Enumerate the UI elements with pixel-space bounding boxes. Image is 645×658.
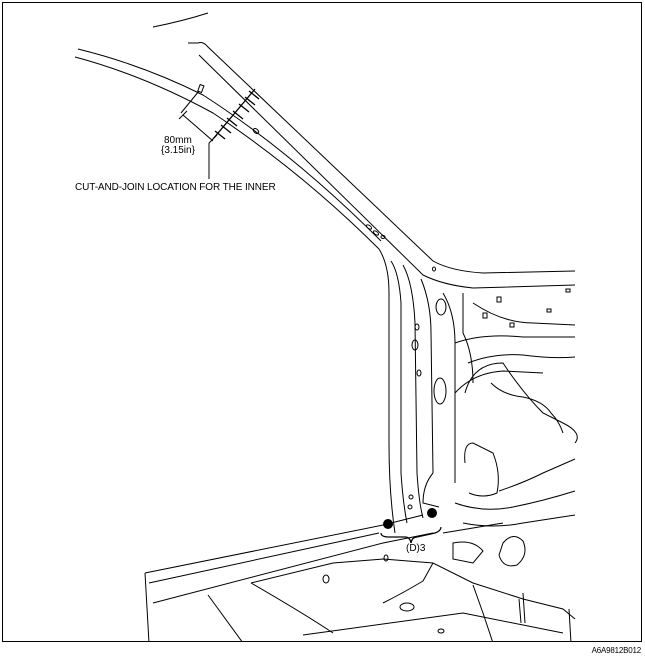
- side-sill-lines: [145, 515, 575, 642]
- inner-panel-lines: [423, 363, 577, 566]
- weld-point: [383, 519, 393, 529]
- weld-brace: [381, 527, 441, 543]
- figure-code: A6A9812B012: [591, 646, 642, 655]
- diagram-frame: 80mm {3.15in} CUT-AND-JOIN LOCATION FOR …: [2, 2, 642, 642]
- dimension-lines: [179, 84, 217, 179]
- cut-location-label: CUT-AND-JOIN LOCATION FOR THE INNER: [75, 182, 276, 193]
- roof-rail-lines: [75, 13, 575, 288]
- dimension-mm-label: 80mm: [164, 135, 192, 146]
- cut-location-hatch: [213, 89, 259, 139]
- pillar-holes: [252, 128, 570, 633]
- weld-count-label: (D)3: [406, 543, 426, 554]
- dimension-in-label: {3.15in}: [161, 145, 195, 156]
- pillar-surface-lines: [379, 249, 575, 533]
- weld-point: [427, 508, 437, 518]
- pillar-line-drawing: [3, 3, 642, 642]
- weld-points: [383, 508, 437, 529]
